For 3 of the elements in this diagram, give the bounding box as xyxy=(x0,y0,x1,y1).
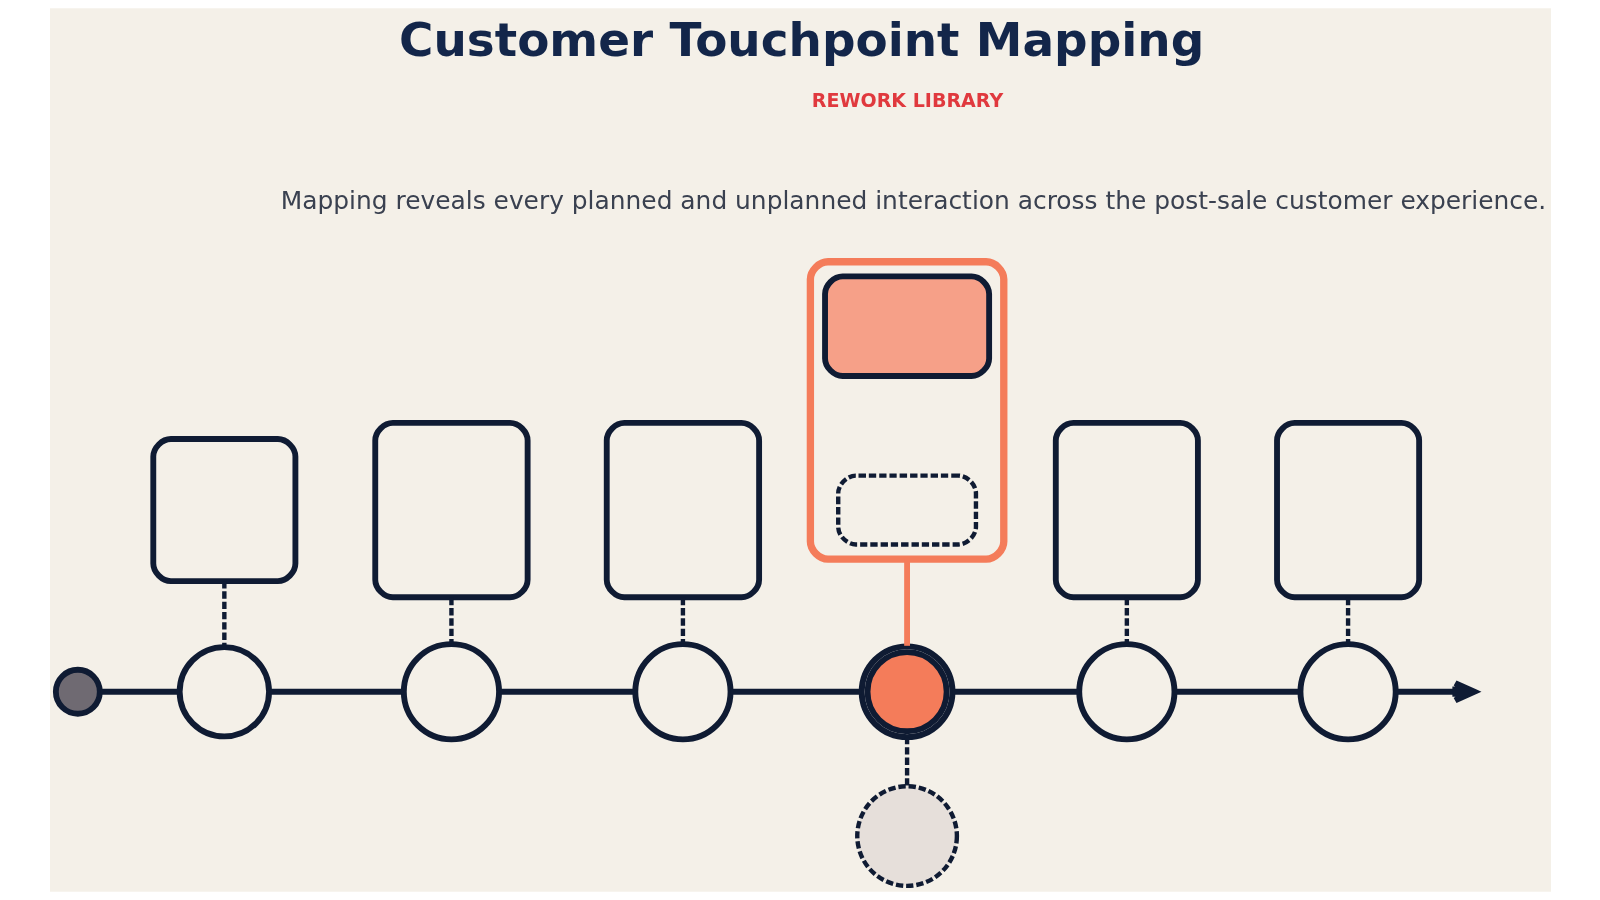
diagram-title: Customer Touchpoint Mapping xyxy=(398,12,1204,68)
label: REWORK LIBRARY xyxy=(811,89,1003,112)
label: Mapping reveals every planned and unplanned interaction across the post-sale customer experience. xyxy=(280,186,1546,216)
